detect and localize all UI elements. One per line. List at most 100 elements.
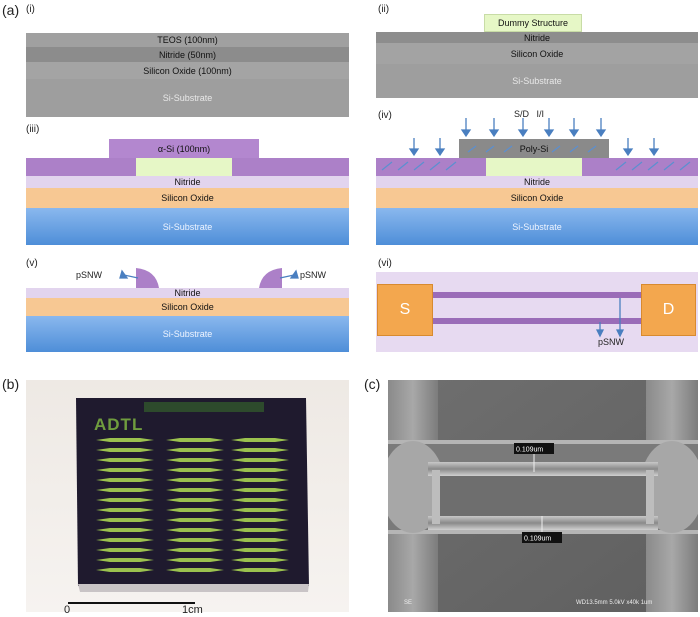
- oxide-layer-i: Silicon Oxide (100nm): [26, 62, 349, 79]
- scale-start: 0: [64, 604, 71, 616]
- implant-arrows-diagram: [381, 118, 691, 171]
- chip-device-bar: [96, 518, 154, 522]
- teos-layer: TEOS (100nm): [26, 33, 349, 47]
- step-i-label: (i): [26, 4, 35, 15]
- chip-device-bar: [96, 548, 154, 552]
- step-vi-label: (vi): [378, 258, 392, 269]
- step-iii-label: (iii): [26, 124, 40, 135]
- oxide-layer-ii: Silicon Oxide: [376, 43, 698, 64]
- oxide-layer-v: Silicon Oxide: [26, 298, 349, 316]
- chip-device-bar: [231, 508, 289, 512]
- implant-arrow: [622, 138, 634, 157]
- chip-device-bar: [231, 538, 289, 542]
- chip-device-bar: [231, 548, 289, 552]
- chip-logo: ADTL: [94, 415, 143, 434]
- nitride-layer-iv: Nitride: [376, 176, 698, 188]
- nitride-layer-i: Nitride (50nm): [26, 47, 349, 62]
- chip-device-bar: [96, 458, 154, 462]
- chip-device-bar: [96, 478, 154, 482]
- chip-device-bar: [96, 528, 154, 532]
- chip-device-bar: [166, 518, 224, 522]
- chip-device-bar: [166, 488, 224, 492]
- step-iv-label: (iv): [378, 110, 392, 121]
- scale-end: 1cm: [182, 604, 203, 616]
- chip-device-bar: [231, 488, 289, 492]
- chip-device-bar: [231, 498, 289, 502]
- chip-device-bar: [166, 438, 224, 442]
- asi-layer: α-Si (100nm): [109, 139, 259, 158]
- nitride-layer-ii: Nitride: [376, 32, 698, 43]
- chip-device-bar: [96, 498, 154, 502]
- chip-device-bar: [231, 438, 289, 442]
- chip-device-bar: [166, 568, 224, 572]
- chip-device-bar: [96, 538, 154, 542]
- dummy-structure: Dummy Structure: [484, 14, 582, 32]
- substrate-ii: Si-Substrate: [376, 64, 698, 98]
- chip-device-bar: [96, 448, 154, 452]
- dummy-under-asi: [136, 158, 232, 176]
- chip-device-bar: [96, 468, 154, 472]
- chip-device-bar: [166, 448, 224, 452]
- chip-device-bar: [231, 458, 289, 462]
- chip-device-bar: [166, 498, 224, 502]
- nitride-layer-iii: Nitride: [26, 176, 349, 188]
- implant-arrow: [408, 138, 420, 157]
- chip-device-bar: [231, 558, 289, 562]
- chip-device-bar: [96, 558, 154, 562]
- substrate-i: Si-Substrate: [26, 79, 349, 117]
- implant-arrow: [434, 138, 446, 157]
- panel-b-label: (b): [2, 376, 20, 392]
- chip-device-bar: [166, 548, 224, 552]
- nanowire-top: [433, 292, 641, 298]
- implant-arrow: [648, 138, 660, 157]
- chip-photo: ADTL: [76, 398, 309, 592]
- implant-arrow: [517, 118, 529, 138]
- pswn-spacers: [119, 268, 299, 288]
- oxide-layer-iii: Silicon Oxide: [26, 188, 349, 208]
- panel-c-label: (c): [364, 376, 381, 392]
- pswn-top-view-label: pSNW: [598, 337, 625, 347]
- chip-device-bar: [96, 438, 154, 442]
- source-pad: S: [377, 284, 433, 336]
- pswn-left-label: pSNW: [76, 270, 103, 280]
- sem-info: WD13.5mm 5.0kV x40k 1um: [576, 600, 652, 606]
- chip-device-bar: [96, 488, 154, 492]
- implant-arrow: [543, 118, 555, 138]
- implant-arrow: [595, 118, 607, 138]
- chip-device-bar: [231, 528, 289, 532]
- scale-bar: [68, 602, 195, 604]
- substrate-v: Si-Substrate: [26, 316, 349, 352]
- chip-device-bar: [96, 508, 154, 512]
- chip-device-bar: [166, 468, 224, 472]
- chip-device-bar: [231, 448, 289, 452]
- pswn-pointer: [595, 298, 625, 338]
- panel-a-label: (a): [2, 2, 20, 18]
- chip-device-bar: [231, 468, 289, 472]
- pswn-right-label: pSNW: [300, 270, 327, 280]
- nitride-layer-v: Nitride: [26, 288, 349, 298]
- sem-left-label: SE: [404, 600, 412, 606]
- implant-arrow: [568, 118, 580, 138]
- implant-label: S/D I/I: [514, 109, 545, 119]
- chip-device-bar: [166, 458, 224, 462]
- substrate-iii: Si-Substrate: [26, 208, 349, 245]
- measure-top: 0.109um: [516, 447, 543, 454]
- implant-arrow: [460, 118, 472, 138]
- step-ii-label: (ii): [378, 4, 390, 15]
- substrate-iv: Si-Substrate: [376, 208, 698, 245]
- chip-device-bar: [166, 558, 224, 562]
- polysi-layer: Poly-Si: [459, 139, 609, 158]
- chip-device-bar: [231, 518, 289, 522]
- step-v-label: (v): [26, 258, 38, 269]
- chip-device-bar: [166, 538, 224, 542]
- oxide-layer-iv: Silicon Oxide: [376, 188, 698, 208]
- chip-device-bar: [166, 508, 224, 512]
- dummy-under-polysi: [486, 158, 582, 176]
- chip-device-bar: [231, 568, 289, 572]
- chip-device-bar: [231, 478, 289, 482]
- drain-pad: D: [641, 284, 696, 336]
- sem-image: 0.109um 0.109um SE WD13.5mm 5.0kV x40k 1…: [388, 380, 698, 612]
- chip-device-bar: [96, 568, 154, 572]
- implant-arrow: [488, 118, 500, 138]
- measure-bottom: 0.109um: [524, 536, 551, 543]
